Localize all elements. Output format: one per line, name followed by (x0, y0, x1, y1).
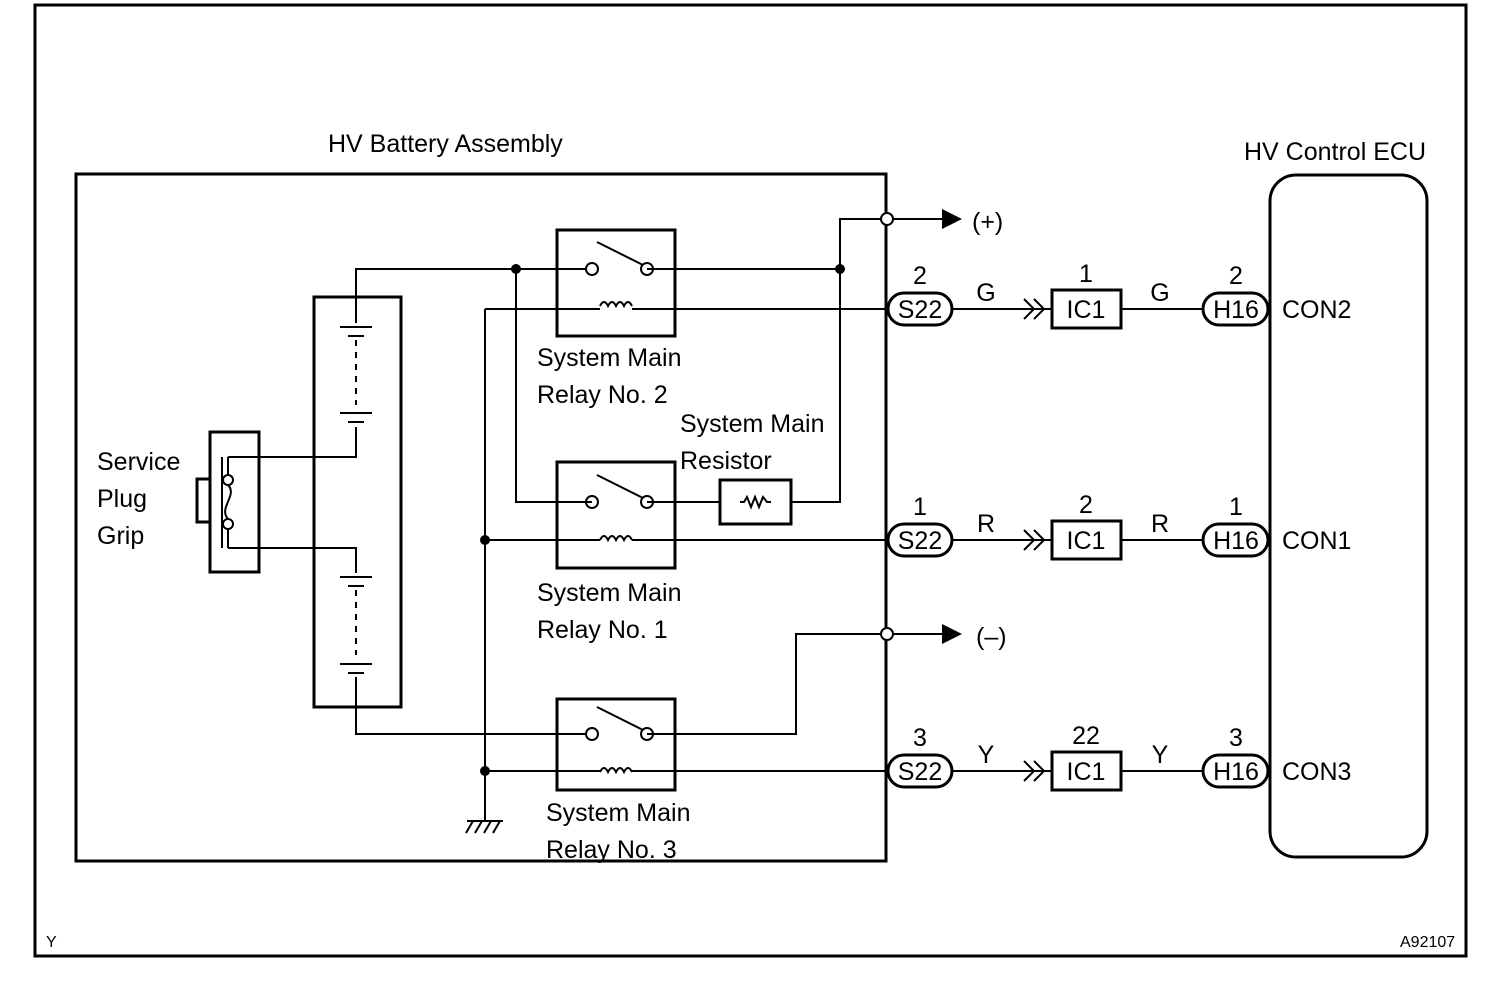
smr2-label-1: System Main (537, 344, 681, 372)
row-1-ecu-connector-shape (1201, 291, 1270, 327)
row-3-ecu-connector-shape (1201, 753, 1270, 789)
row-1-junction-pin: 1 (1079, 260, 1093, 288)
row-3-ecu-terminal: CON3 (1282, 758, 1351, 786)
smr2-label-2: Relay No. 2 (537, 381, 668, 409)
row-3-battery-connector-id: S22 (898, 758, 942, 786)
row-1-ecu-terminal: CON2 (1282, 296, 1351, 324)
row-1-battery-connector-id: S22 (898, 296, 942, 324)
hv-control-ecu-box (1268, 173, 1429, 859)
service-plug-label-2: Plug (97, 485, 147, 513)
row-3-wire-color-2: Y (1152, 741, 1169, 769)
service-plug-label-1: Service (97, 448, 180, 476)
service-plug-grip (195, 430, 261, 574)
row-3-chevron-a (1023, 760, 1036, 782)
hv-battery-assembly-label: HV Battery Assembly (328, 130, 563, 158)
minus-output-label: (–) (976, 623, 1007, 651)
plus-output-label: (+) (972, 208, 1003, 236)
system-main-relay-1 (555, 460, 677, 570)
row-1-chevron-b (1033, 298, 1046, 320)
smr3-label-1: System Main (546, 799, 690, 827)
row-2-ecu-connector-shape (1201, 522, 1270, 558)
row-2-battery-connector-id: S22 (898, 527, 942, 555)
row-1-ecu-connector-pin: 2 (1229, 262, 1243, 290)
row-2-junction-pin: 2 (1079, 491, 1093, 519)
circuit-rows: S222GIC11GH162CON2S221RIC12RH161CON1S223… (886, 260, 1351, 792)
service-plug-label-3: Grip (97, 522, 144, 550)
resistor-label-2: Resistor (680, 447, 772, 475)
system-main-relay-2 (555, 228, 677, 338)
row-2-ecu-terminal: CON1 (1282, 527, 1351, 555)
ground-symbol (465, 820, 503, 834)
row-1-junction-id: IC1 (1067, 296, 1106, 324)
resistor-label-1: System Main (680, 410, 824, 438)
battery-pack (312, 295, 403, 709)
row-2-wire-color-2: R (1151, 510, 1169, 538)
row-2-battery-connector-pin: 1 (913, 493, 927, 521)
smr1-label-1: System Main (537, 579, 681, 607)
corner-label-right: A92107 (1400, 934, 1455, 951)
row-2-wire-color-1: R (977, 510, 995, 538)
row-3-ecu-connector-id: H16 (1213, 758, 1259, 786)
system-main-resistor (718, 478, 793, 526)
row-3-junction-id: IC1 (1067, 758, 1106, 786)
row-2-chevron-b (1033, 529, 1046, 551)
hv-control-ecu-label: HV Control ECU (1244, 138, 1426, 166)
row-1-ecu-connector-id: H16 (1213, 296, 1259, 324)
row-2-chevron-a (1023, 529, 1036, 551)
row-3-ecu-connector-pin: 3 (1229, 724, 1243, 752)
system-main-relay-3 (555, 697, 677, 792)
row-1-wire-color-1: G (976, 279, 995, 307)
row-1-wire-color-2: G (1150, 279, 1169, 307)
hv-battery-assembly-box (74, 172, 888, 863)
corner-label-left: Y (46, 934, 57, 951)
row-3-battery-connector-pin: 3 (913, 724, 927, 752)
outer-frame (33, 3, 1468, 958)
row-2-junction-id: IC1 (1067, 527, 1106, 555)
row-1-chevron-a (1023, 298, 1036, 320)
row-2-ecu-connector-id: H16 (1213, 527, 1259, 555)
smr3-label-2: Relay No. 3 (546, 836, 677, 864)
row-3-wire-color-1: Y (978, 741, 995, 769)
smr1-label-2: Relay No. 1 (537, 616, 668, 644)
row-3-chevron-b (1033, 760, 1046, 782)
row-2-ecu-connector-pin: 1 (1229, 493, 1243, 521)
row-1-battery-connector-pin: 2 (913, 262, 927, 290)
row-3-junction-pin: 22 (1072, 722, 1100, 750)
